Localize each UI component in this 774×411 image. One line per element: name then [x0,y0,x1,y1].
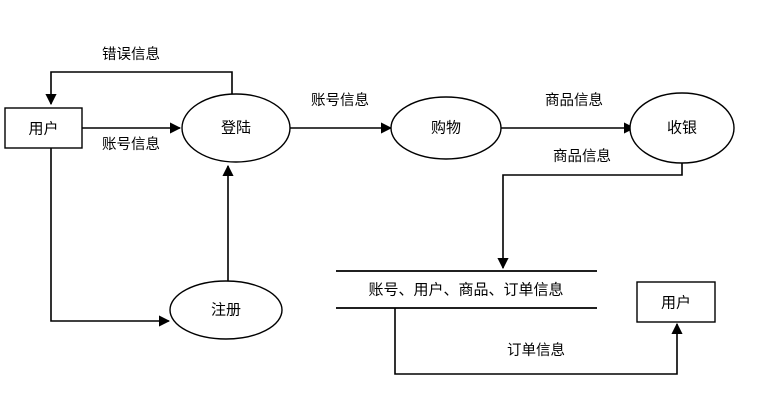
flow-label-goods-information-2: 商品信息 [553,148,611,165]
flow-label-account-information-2: 账号信息 [311,92,369,109]
process-shopping[interactable]: 购物 [390,96,502,160]
flow-label-goods-information-1: 商品信息 [545,92,603,109]
flow-label-account-information-1: 账号信息 [102,136,160,153]
flow-user-to-register [50,148,171,327]
external-entity-user-left-label: 用户 [28,120,58,138]
external-entity-user-bottom-right[interactable]: 用户 [636,281,716,323]
external-entity-user-bottom-right-label: 用户 [661,294,691,312]
process-cashier-label: 收银 [667,119,697,137]
flow-label-error-information: 错误信息 [102,46,160,63]
flow-error-information [45,71,233,106]
process-register-label: 注册 [211,301,241,319]
flow-label-order-information: 订单信息 [507,342,565,359]
process-shopping-label: 购物 [431,119,461,137]
process-register[interactable]: 注册 [169,280,283,340]
external-entity-user-left[interactable]: 用户 [4,107,83,149]
process-cashier[interactable]: 收银 [629,92,735,164]
process-login-label: 登陆 [221,119,251,137]
flow-goods-information-to-store [497,163,683,270]
process-login[interactable]: 登陆 [181,93,291,163]
data-store-main-label: 账号、用户、商品、订单信息 [368,281,563,299]
data-store-main[interactable]: 账号、用户、商品、订单信息 [336,270,597,309]
flow-order-information-to-user [394,308,683,375]
